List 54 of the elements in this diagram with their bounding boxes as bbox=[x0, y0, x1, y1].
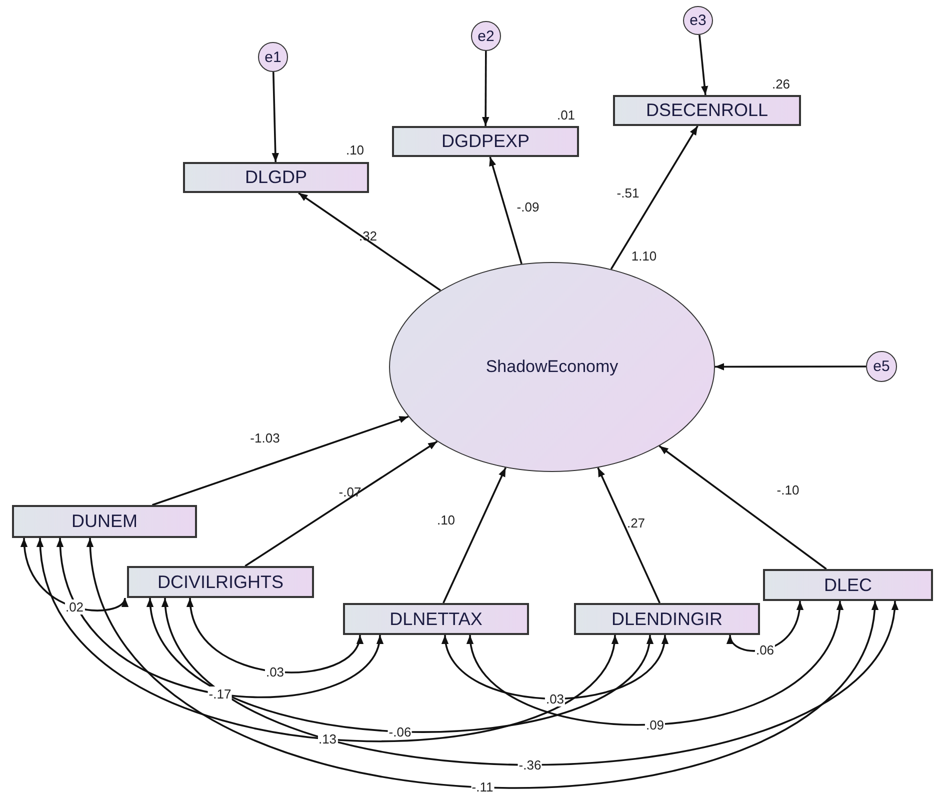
arrow bbox=[658, 445, 827, 570]
double-headed-arrow bbox=[38, 538, 616, 742]
arrow bbox=[442, 467, 506, 604]
edge-label: .32 bbox=[358, 228, 378, 244]
double-headed-arrow bbox=[188, 598, 362, 674]
edge-label: .06 bbox=[754, 642, 776, 657]
observed-variable-box: DGDPEXP bbox=[392, 126, 579, 157]
observed-variable-box: DLEC bbox=[763, 569, 933, 601]
arrow bbox=[244, 440, 438, 567]
error-term-circle: e1 bbox=[258, 42, 288, 72]
arrow bbox=[698, 34, 708, 96]
r-squared-label: .01 bbox=[556, 108, 576, 122]
arrow bbox=[610, 126, 698, 270]
arrow bbox=[482, 51, 490, 126]
edge-label: .02 bbox=[64, 600, 85, 614]
double-headed-arrow bbox=[58, 538, 381, 698]
double-headed-arrow bbox=[443, 634, 667, 700]
error-term-circle: e5 bbox=[866, 351, 897, 382]
edge-label: -.07 bbox=[338, 484, 362, 500]
edge-label: -.51 bbox=[616, 186, 640, 200]
edge-label: .27 bbox=[626, 516, 646, 530]
r-squared-label: .26 bbox=[770, 76, 792, 92]
arrow bbox=[715, 363, 866, 370]
error-term-circle: e2 bbox=[471, 21, 501, 51]
arrow bbox=[152, 416, 409, 506]
arrow bbox=[489, 156, 522, 264]
observed-variable-box: DLENDINGIR bbox=[574, 603, 760, 635]
double-headed-arrow bbox=[728, 600, 803, 652]
arrow bbox=[298, 192, 441, 292]
edge-label: .13 bbox=[317, 732, 338, 747]
arrow bbox=[597, 467, 661, 604]
double-headed-arrow bbox=[21, 538, 126, 612]
edge-label: -1.03 bbox=[249, 430, 281, 446]
edge-label: .10 bbox=[436, 512, 456, 528]
error-term-circle: e3 bbox=[683, 6, 713, 35]
double-headed-arrow bbox=[468, 600, 842, 726]
edge-label: .03 bbox=[264, 664, 286, 680]
arrow bbox=[272, 72, 279, 162]
edge-label: -.06 bbox=[388, 724, 412, 740]
observed-variable-box: DLGDP bbox=[183, 162, 369, 193]
observed-variable-box: DUNEM bbox=[12, 505, 197, 538]
edge-label: -.36 bbox=[518, 757, 542, 772]
double-headed-arrow bbox=[148, 598, 651, 733]
edge-label: -.10 bbox=[776, 482, 800, 498]
r-squared-label: 1.10 bbox=[630, 248, 658, 264]
observed-variable-box: DCIVILRIGHTS bbox=[127, 566, 314, 598]
latent-variable-ellipse: ShadowEconomy bbox=[389, 262, 715, 472]
edge-label: .03 bbox=[544, 691, 566, 706]
edge-label: .09 bbox=[644, 717, 666, 732]
observed-variable-box: DSECENROLL bbox=[613, 95, 801, 126]
edge-label: -.09 bbox=[516, 200, 540, 214]
r-squared-label: .10 bbox=[344, 142, 366, 158]
observed-variable-box: DLNETTAX bbox=[343, 603, 529, 635]
edge-label: -.17 bbox=[208, 686, 232, 702]
